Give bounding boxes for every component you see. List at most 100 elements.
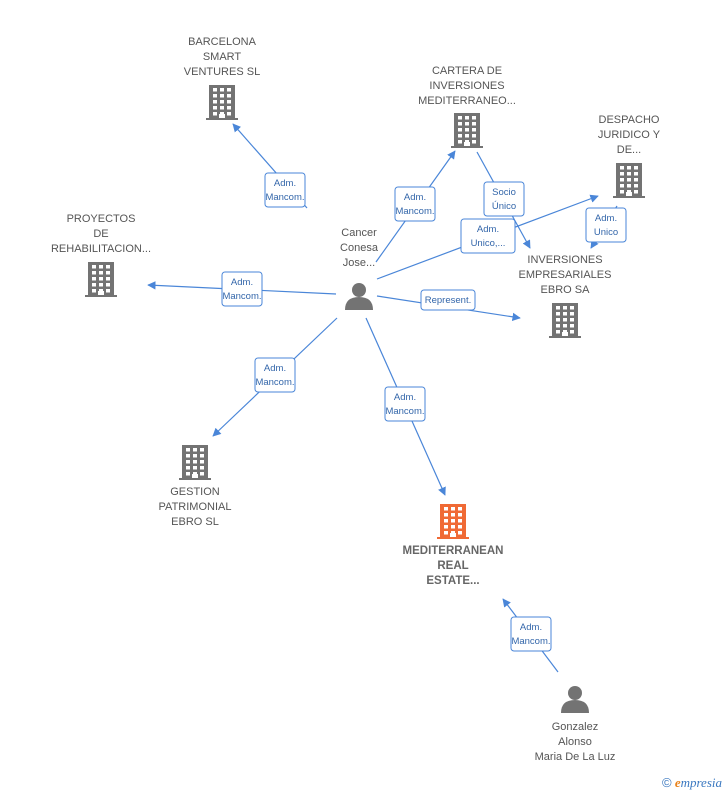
node-label-line: CARTERA DE [432,65,502,77]
node-cartera[interactable]: CARTERA DEINVERSIONESMEDITERRANEO... [418,65,516,148]
person-icon[interactable] [345,283,373,310]
building-window [92,283,96,287]
building-window [193,472,197,476]
building-window [99,289,103,293]
building-base [451,146,483,148]
node-label-line: EMPRESARIALES [519,269,612,281]
node-label-line: JURIDICO Y [598,129,661,141]
node-label-line: Gonzalez [552,721,598,733]
building-window [186,460,190,464]
building-window [620,178,624,182]
building-window [627,166,631,170]
node-label-line: INVERSIONES [429,80,504,92]
building-window [220,112,224,116]
building-window [186,466,190,470]
person-body [345,297,373,310]
building-door [626,192,632,197]
building-icon[interactable] [85,262,117,297]
building-window [106,265,110,269]
building-base [437,537,469,539]
node-mediterranean[interactable]: MEDITERRANEANREALESTATE... [403,504,504,587]
building-window [227,94,231,98]
edge-label-cancer-to-inversiones[interactable]: Represent. [420,289,476,311]
edge-label-cancer-to-proyectos[interactable]: Adm.Mancom. [221,271,263,307]
building-icon[interactable] [451,113,483,148]
edge-label-box [510,616,552,652]
edge-label-box [394,186,436,222]
building-window [220,94,224,98]
building-icon[interactable] [437,504,469,539]
node-label-line: REAL [437,560,468,572]
node-proyectos[interactable]: PROYECTOSDEREHABILITACION... [51,213,151,297]
building-window [556,324,560,328]
building-window [444,531,448,535]
building-window [458,140,462,144]
building-window [570,318,574,322]
edge-label-text: Unico [594,227,618,238]
node-cancer[interactable]: CancerConesaJose... [340,227,379,310]
edge-label-despacho-to-inversiones[interactable]: Adm.Unico [585,207,627,243]
building-base [85,295,117,297]
edge-label-box [264,172,306,208]
building-icon[interactable] [179,445,211,480]
building-window [213,106,217,110]
node-label-line: Jose... [343,257,375,269]
building-window [200,472,204,476]
building-window [458,513,462,517]
building-window [472,140,476,144]
brand-initial: e [674,775,681,790]
building-window [627,172,631,176]
building-window [227,88,231,92]
building-window [227,106,231,110]
building-window [458,116,462,120]
building-window [570,330,574,334]
edge-label-text: Mancom. [265,192,304,203]
building-base [179,478,211,480]
building-window [106,283,110,287]
building-window [627,178,631,182]
edge-label-text: Adm. [274,178,296,189]
node-label-line: EBRO SA [541,284,591,296]
node-label-line: SMART [203,51,242,63]
edge-label-gonzalez-to-mediterranean[interactable]: Adm.Mancom. [510,616,552,652]
edge-label-cancer-to-barcelona[interactable]: Adm. Mancom. [264,172,306,208]
edge-label-box [483,181,525,217]
building-window [99,271,103,275]
edge-label-cancer-to-cartera[interactable]: Adm.Mancom. [394,186,436,222]
edge-label-cancer-to-mediterranean[interactable]: Adm.Mancom. [384,386,426,422]
building-window [106,289,110,293]
building-window [106,277,110,281]
building-base [549,336,581,338]
edge-label-text: Adm. [477,224,499,235]
node-label-line: Conesa [340,242,379,254]
node-label-line: PATRIMONIAL [159,501,232,513]
edge-label-cancer-to-gestion[interactable]: Adm.Mancom. [254,357,296,393]
node-label-line: DE... [617,144,641,156]
building-icon[interactable] [613,163,645,198]
building-window [472,128,476,132]
node-label-line: Maria De La Luz [535,751,616,763]
building-window [92,271,96,275]
node-label-line: PROYECTOS [67,213,136,225]
edge-label-cancer-to-despacho[interactable]: Adm.Unico,... [460,218,516,254]
building-base [206,118,238,120]
edge-label-text: Represent. [425,295,471,306]
building-window [556,318,560,322]
edge-label-box [460,218,516,254]
building-icon[interactable] [206,85,238,120]
node-label-line: BARCELONA [188,36,257,48]
person-icon[interactable] [561,686,589,713]
building-icon[interactable] [549,303,581,338]
building-window [472,116,476,120]
node-label-line: Alonso [558,736,592,748]
building-window [458,507,462,511]
building-window [465,116,469,120]
person-head [352,283,366,297]
